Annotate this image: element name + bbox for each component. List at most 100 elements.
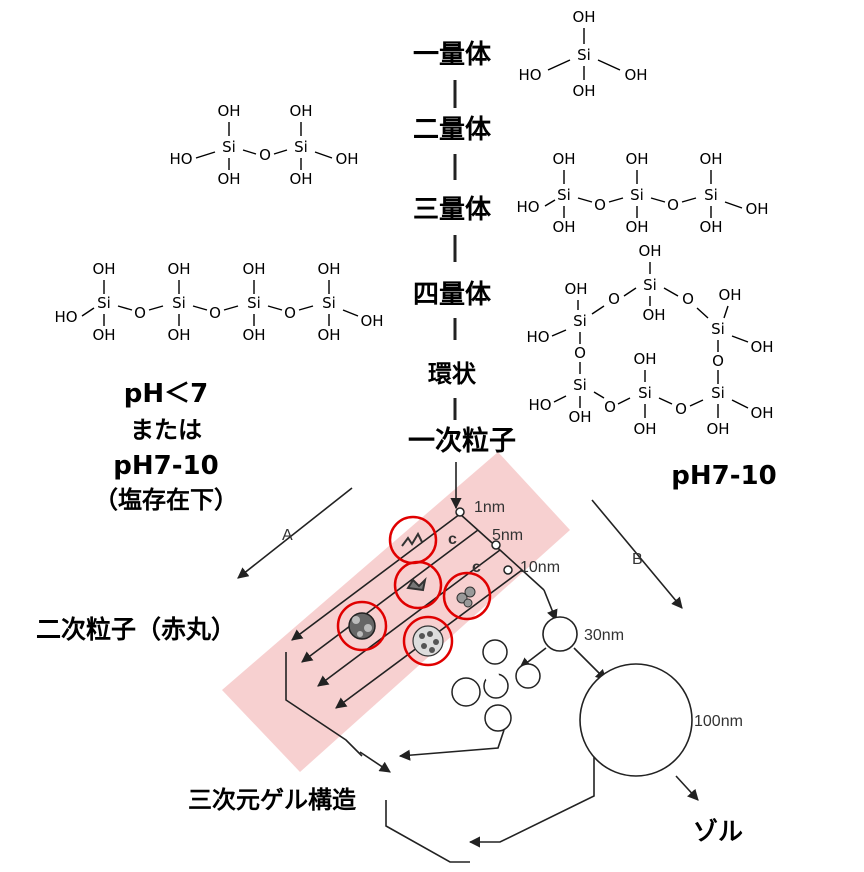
svg-text:OH: OH — [289, 102, 312, 120]
secondary-particle-2 — [393, 560, 443, 610]
svg-text:O: O — [574, 344, 586, 362]
svg-text:O: O — [667, 196, 679, 214]
acid-condition-line4: （塩存在下） — [94, 486, 238, 514]
svg-text:Si: Si — [638, 384, 652, 402]
secondary-particle-3 — [442, 571, 492, 621]
svg-text:OH: OH — [633, 350, 656, 368]
trimer-structure: HO OH Si OH O OH Si OH O OH Si OH OH — [516, 150, 768, 236]
path-label-c: c — [448, 531, 457, 548]
path-label-b: B — [632, 551, 643, 568]
stage-monomer: 一量体 — [413, 40, 492, 70]
path-label-a: A — [282, 527, 293, 544]
svg-text:OH: OH — [317, 326, 340, 344]
acid-condition-line2: または — [130, 416, 202, 444]
svg-text:OH: OH — [92, 326, 115, 344]
svg-text:OH: OH — [745, 200, 768, 218]
svg-text:Si: Si — [573, 312, 587, 330]
gel-structure-label: 三次元ゲル構造 — [188, 786, 356, 814]
size-30nm: 30nm — [584, 627, 624, 644]
svg-text:O: O — [682, 290, 694, 308]
tetramer-structure: HO OH Si OH O OH Si OH O OH Si OH O OH S… — [54, 260, 383, 344]
svg-text:Si: Si — [222, 138, 236, 156]
acid-condition-line1: pH＜7 — [124, 379, 208, 409]
svg-text:O: O — [594, 196, 606, 214]
svg-text:OH: OH — [624, 66, 647, 84]
stage-trimer: 三量体 — [413, 195, 492, 225]
svg-text:OH: OH — [167, 326, 190, 344]
acid-condition-line3: pH7-10 — [113, 451, 218, 481]
svg-text:Si: Si — [172, 294, 186, 312]
svg-text:Si: Si — [322, 294, 336, 312]
svg-text:O: O — [712, 352, 724, 370]
highlight-band — [222, 452, 570, 772]
basic-condition: pH7-10 — [671, 461, 776, 491]
dimer-structure: OH Si HO O OH OH Si OH OH — [169, 102, 358, 188]
svg-text:OH: OH — [167, 260, 190, 278]
svg-text:OH: OH — [568, 408, 591, 426]
size-1nm: 1nm — [474, 499, 505, 516]
svg-text:OH: OH — [706, 420, 729, 438]
svg-text:OH: OH — [552, 150, 575, 168]
svg-text:Si: Si — [294, 138, 308, 156]
svg-text:HO: HO — [526, 328, 549, 346]
svg-text:O: O — [604, 398, 616, 416]
svg-text:OH: OH — [92, 260, 115, 278]
stage-dimer: 二量体 — [413, 115, 492, 145]
svg-text:HO: HO — [54, 308, 77, 326]
size-10nm: 10nm — [520, 559, 560, 576]
svg-text:OH: OH — [360, 312, 383, 330]
svg-text:OH: OH — [699, 218, 722, 236]
size-100nm: 100nm — [694, 713, 743, 730]
svg-text:OH: OH — [289, 170, 312, 188]
sol-label: ゾル — [693, 817, 743, 846]
svg-text:O: O — [259, 146, 271, 164]
svg-text:OH: OH — [335, 150, 358, 168]
cyclic-structure: OH Si OH O O OH Si HO O OH Si OH O Si HO — [526, 242, 773, 438]
svg-text:O: O — [675, 400, 687, 418]
svg-text:O: O — [209, 304, 221, 322]
secondary-particle-label: 二次粒子（赤丸） — [36, 615, 236, 644]
svg-text:O: O — [134, 304, 146, 322]
svg-text:OH: OH — [633, 420, 656, 438]
path-label-c: c — [472, 559, 481, 576]
svg-text:Si: Si — [643, 276, 657, 294]
svg-text:Si: Si — [557, 186, 571, 204]
svg-text:OH: OH — [564, 280, 587, 298]
svg-text:OH: OH — [750, 338, 773, 356]
svg-text:OH: OH — [638, 242, 661, 260]
svg-text:Si: Si — [573, 376, 587, 394]
svg-text:OH: OH — [242, 260, 265, 278]
svg-text:O: O — [608, 290, 620, 308]
svg-text:Si: Si — [247, 294, 261, 312]
svg-text:OH: OH — [625, 218, 648, 236]
monomer-structure: OH Si HO OH OH — [518, 8, 647, 100]
stage-primary-particle: 一次粒子 — [408, 426, 516, 457]
svg-text:Si: Si — [711, 320, 725, 338]
svg-text:OH: OH — [699, 150, 722, 168]
svg-text:OH: OH — [572, 8, 595, 26]
svg-text:HO: HO — [518, 66, 541, 84]
svg-text:HO: HO — [169, 150, 192, 168]
svg-text:OH: OH — [572, 82, 595, 100]
svg-text:OH: OH — [750, 404, 773, 422]
svg-text:HO: HO — [516, 198, 539, 216]
svg-text:Si: Si — [711, 384, 725, 402]
svg-text:OH: OH — [552, 218, 575, 236]
svg-text:Si: Si — [630, 186, 644, 204]
svg-text:OH: OH — [317, 260, 340, 278]
svg-text:OH: OH — [625, 150, 648, 168]
svg-text:Si: Si — [704, 186, 718, 204]
svg-text:OH: OH — [242, 326, 265, 344]
stage-tetramer: 四量体 — [413, 280, 492, 310]
secondary-particle-4 — [336, 600, 388, 652]
reaction-network — [237, 462, 699, 863]
svg-text:OH: OH — [217, 102, 240, 120]
svg-text:Si: Si — [577, 46, 591, 64]
svg-text:OH: OH — [718, 286, 741, 304]
svg-text:HO: HO — [528, 396, 551, 414]
svg-text:O: O — [284, 304, 296, 322]
size-5nm: 5nm — [492, 527, 523, 544]
svg-text:Si: Si — [97, 294, 111, 312]
secondary-particle-5 — [402, 615, 454, 667]
